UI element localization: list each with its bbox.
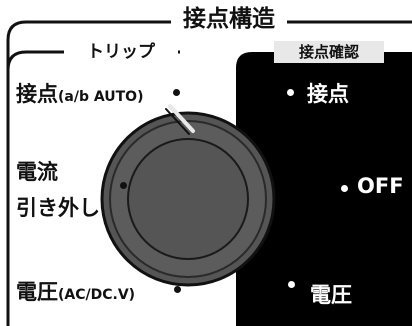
trip-contact-label: 接点(a/b AUTO)	[16, 82, 144, 106]
trip-current-dot	[120, 182, 127, 189]
trip-contact-dot	[173, 89, 180, 96]
trip-current-label-line1: 電流	[16, 160, 58, 184]
trip-voltage-dot	[174, 286, 181, 293]
outer-frame-line	[6, 20, 412, 326]
check-off-dot	[341, 185, 348, 192]
check-voltage-label: 電圧	[310, 283, 352, 307]
trip-frame-line	[6, 50, 180, 326]
knob-pointer-edge	[165, 108, 190, 135]
trip-section-title: トリップ	[64, 41, 178, 63]
check-voltage-dot	[288, 281, 295, 288]
contact-structure-title: 接点構造	[171, 4, 287, 34]
knob-pointer	[168, 104, 195, 133]
check-contact-dot	[287, 89, 294, 96]
check-panel-bg	[236, 52, 412, 326]
contact-check-title: 接点確認	[274, 41, 384, 63]
knob-ring-inner	[127, 138, 249, 260]
check-contact-label: 接点	[307, 82, 349, 106]
trip-voltage-label: 電圧(AC/DC.V)	[16, 280, 136, 304]
check-off-label: OFF	[357, 174, 404, 198]
trip-current-label-line2: 引き外し	[16, 196, 100, 220]
